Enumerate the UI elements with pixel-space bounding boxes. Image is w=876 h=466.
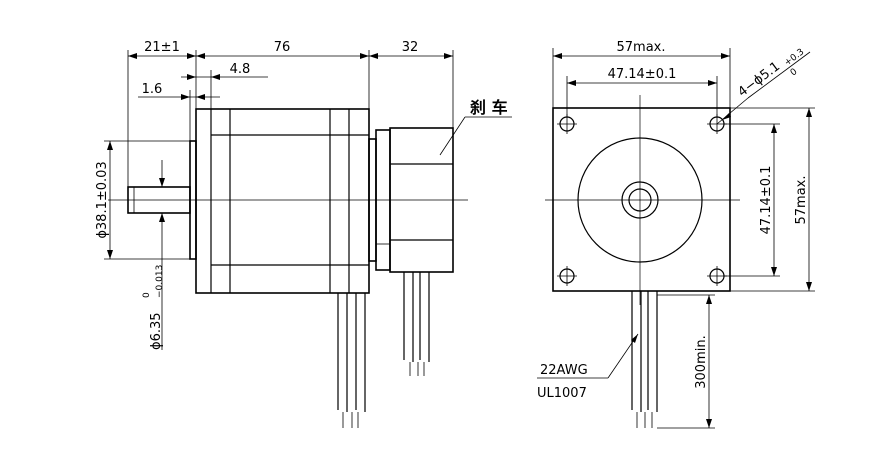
side-view: 21±1 76 32 4.8 1.6 ϕ38.1±0.03 ϕ6.35 xyxy=(95,40,512,428)
dim-6-35: ϕ6.35 xyxy=(149,312,164,350)
wire-ul: UL1007 xyxy=(537,386,587,401)
dim-6-35-upper: 0 xyxy=(142,292,152,298)
pilot-circle xyxy=(577,137,703,263)
dim-57-right: 57max. xyxy=(794,176,809,225)
front-view: 57max. 47.14±0.1 4−ϕ5.1 +0.3 0 47.14±0.1… xyxy=(537,40,815,429)
dim-21: 21±1 xyxy=(144,40,180,55)
wire-awg: 22AWG xyxy=(540,363,588,378)
shaft-inner xyxy=(628,188,652,212)
dim-76: 76 xyxy=(274,40,291,55)
dim-38-1: ϕ38.1±0.03 xyxy=(95,161,110,238)
dim-57-top: 57max. xyxy=(617,40,666,55)
mount-hole-bl xyxy=(557,266,577,286)
dim-32: 32 xyxy=(402,40,419,55)
mount-hole-br xyxy=(707,266,727,286)
dim-1-6: 1.6 xyxy=(142,82,163,97)
dim-300: 300min. xyxy=(694,335,709,388)
flange-square xyxy=(552,107,731,292)
brake-body xyxy=(389,127,454,273)
shaft-outer xyxy=(621,181,659,219)
dim-47-14-right: 47.14±0.1 xyxy=(759,166,774,235)
dim-47-14-top: 47.14±0.1 xyxy=(608,67,677,82)
dim-6-35-lower: −0.013 xyxy=(155,265,165,298)
hole-tol-lower: 0 xyxy=(789,67,800,79)
brake-label: 刹 车 xyxy=(470,98,508,117)
hole-callout: 4−ϕ5.1 xyxy=(735,59,783,100)
hole-tol-upper: +0.3 xyxy=(783,47,806,68)
dim-4-8: 4.8 xyxy=(230,62,251,77)
